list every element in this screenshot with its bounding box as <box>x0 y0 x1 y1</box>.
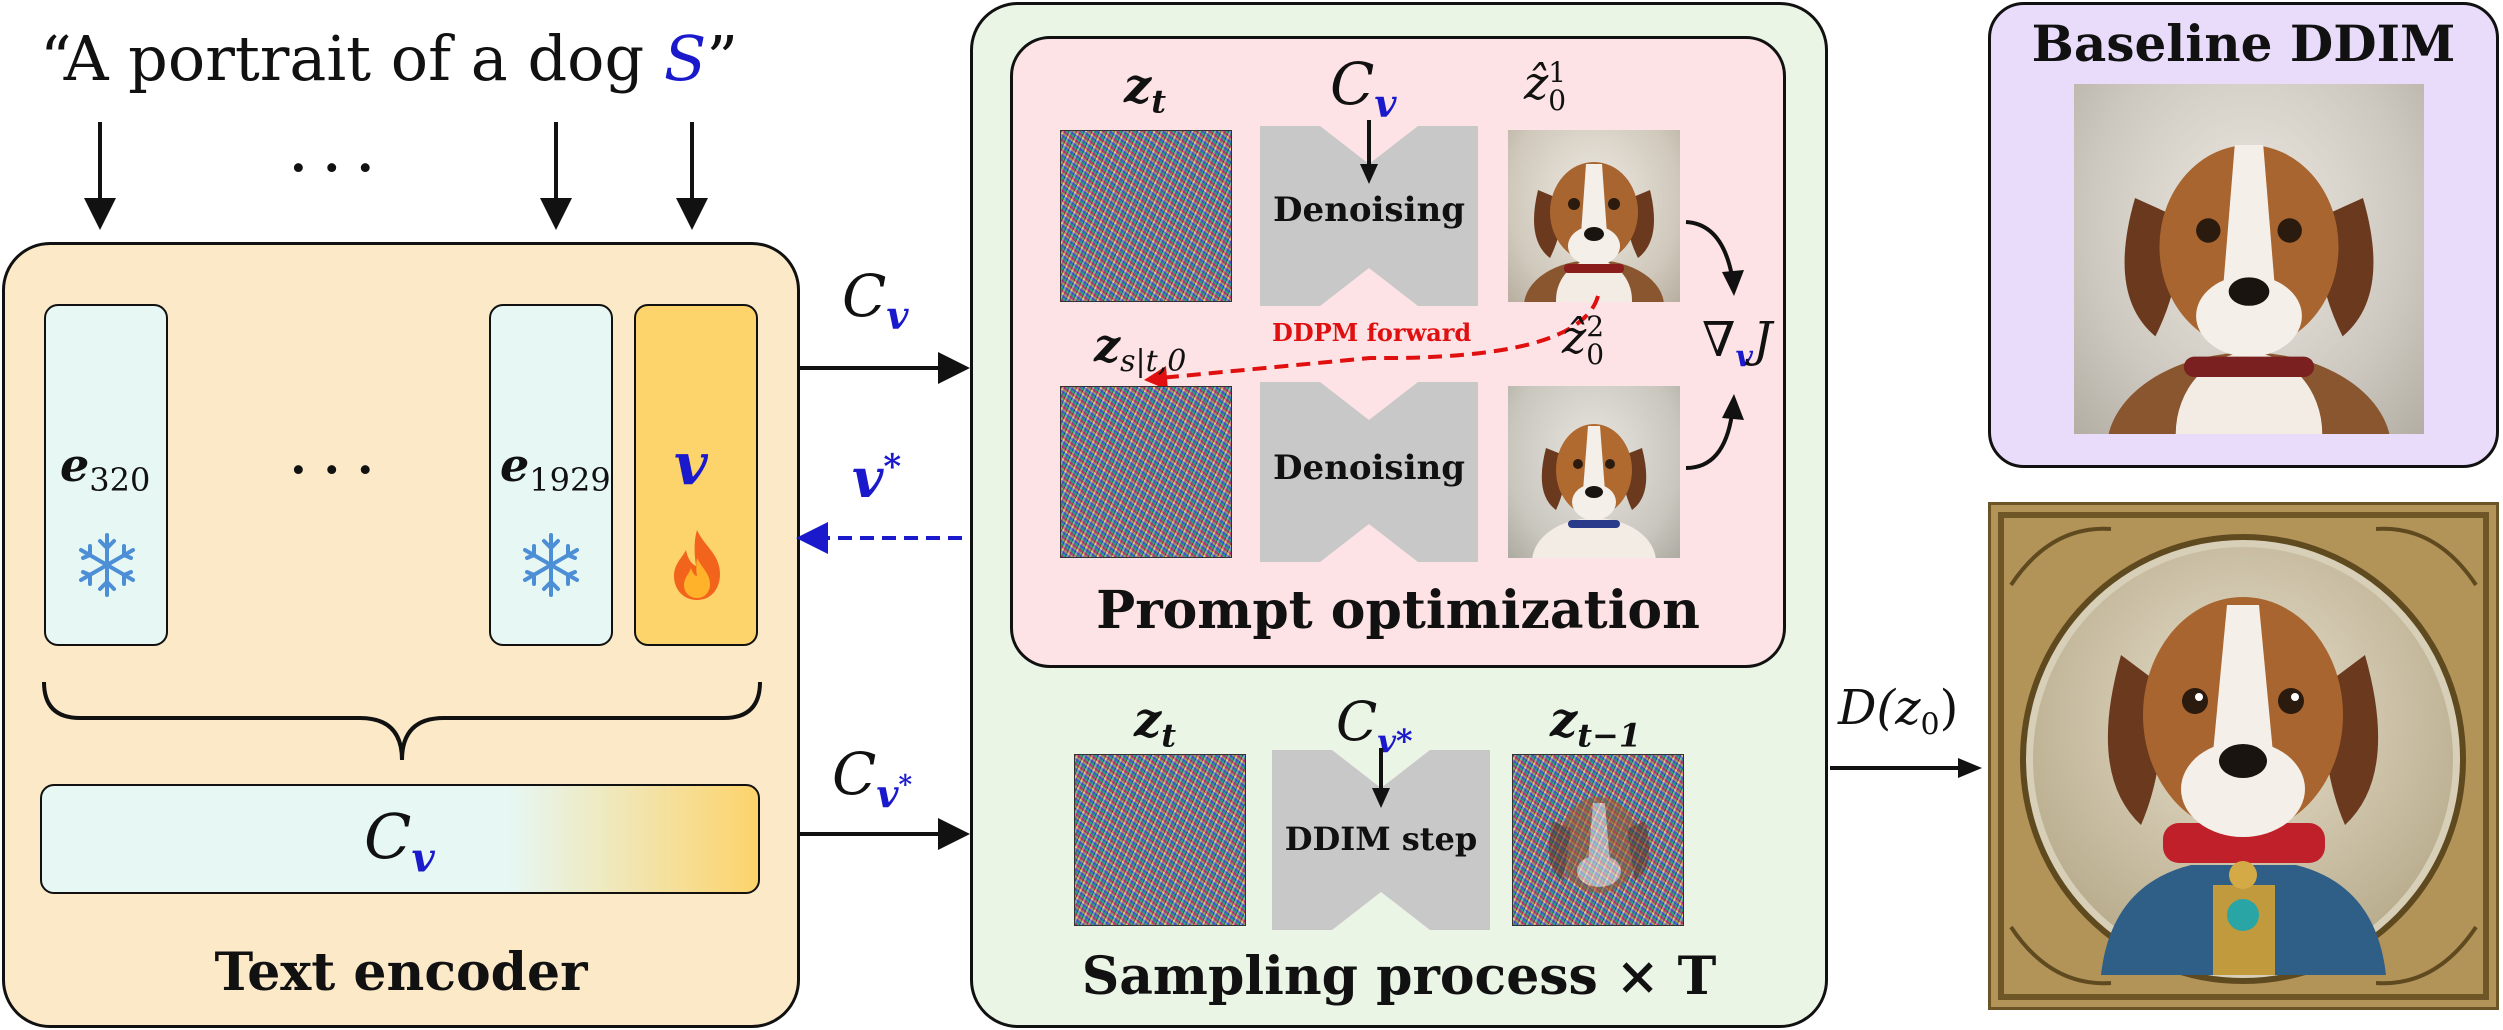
label-c-v-star: Cv* <box>832 740 912 816</box>
token-e320-label: e320 <box>60 438 150 499</box>
fire-icon <box>674 530 720 600</box>
opt-z-s-sub: s|t,0 <box>1120 344 1187 380</box>
opt-z0-hat-2-sub: 0 <box>1586 338 1605 371</box>
brace <box>42 681 762 761</box>
encoder-output-base: C <box>364 800 412 873</box>
prompt-text: “A portrait of a dog S” <box>40 22 738 95</box>
samp-z-t-minus-1-label: zt−1 <box>1550 692 1641 755</box>
dog-drawing-baseline <box>2108 145 2390 434</box>
opt-dog-image-1 <box>1508 130 1680 302</box>
opt-cond-arrow-1 <box>1360 120 1378 184</box>
token-e1929-sub: 1929 <box>529 461 611 500</box>
samp-ddim-bowtie <box>1272 750 1490 930</box>
opt-z0-hat-2-sup: 2 <box>1586 310 1605 343</box>
prompt-open: “A portrait of a dog <box>40 22 664 95</box>
opt-cond-label: Cv <box>1330 50 1396 126</box>
opt-denoise-bowtie-2 <box>1260 382 1478 562</box>
samp-cond-arrow <box>1372 748 1390 808</box>
opt-z-t-label: zt <box>1124 58 1166 121</box>
token-e320-base: e <box>60 438 90 492</box>
prompt-ellipsis: · · · <box>290 140 374 196</box>
samp-z-tm1-base: z <box>1550 692 1578 748</box>
snowflake-icon <box>79 533 135 597</box>
dog-drawing-2 <box>1532 424 1656 558</box>
label-v-star-base: v <box>852 446 884 510</box>
opt-z-t-sub: t <box>1151 82 1167 121</box>
gradient-arrows <box>1685 220 1744 470</box>
sampling-title-text: Sampling process × T <box>1081 946 1717 1007</box>
snowflake-icon <box>523 533 579 597</box>
opt-denoise-label-2: Denoising <box>1273 448 1465 488</box>
ddpm-forward-arrow <box>1144 295 1600 390</box>
encoder-output-sub: v <box>411 834 435 882</box>
opt-noise-zt <box>1060 130 1232 302</box>
samp-z-t-sub: t <box>1161 716 1177 755</box>
label-c-v-star-sup: * <box>898 769 913 800</box>
decoder-arrow <box>1830 758 1982 778</box>
decoder-label: D(z0) <box>1838 680 1958 743</box>
baseline-dog-image <box>2074 84 2424 434</box>
dog-drawing-1 <box>1524 162 1664 302</box>
text-encoder-title: Text encoder <box>214 942 588 1003</box>
samp-ddim-label: DDIM step <box>1284 820 1478 858</box>
ddpm-forward-label: DDPM forward <box>1272 318 1472 347</box>
connector-arrows <box>796 352 970 850</box>
samp-cond-label: Cv* <box>1336 690 1413 760</box>
token-e320-sub: 320 <box>89 461 151 500</box>
opt-noise-zs <box>1060 386 1232 558</box>
opt-cond-sub: v <box>1374 80 1397 126</box>
dog-drawing-noisy <box>1548 797 1650 893</box>
gradient-sub: v <box>1735 339 1753 375</box>
encoder-output-label: Cv <box>364 800 435 881</box>
sampling-title: Sampling process × T <box>970 946 1828 1007</box>
opt-z-s-base: z <box>1094 318 1121 372</box>
label-c-v-star-sub: v <box>876 770 899 816</box>
gradient-label: ∇vJ <box>1702 312 1772 375</box>
token-e1929-base: e <box>500 438 530 492</box>
final-output-drawing <box>1991 505 2496 1007</box>
gradient-J: J <box>1752 312 1773 368</box>
opt-z-s-label: zs|t,0 <box>1094 318 1186 379</box>
label-v-star: v* <box>852 446 901 510</box>
token-v-label: v <box>674 430 708 498</box>
opt-z0-hat-2-base: ẑ <box>1562 310 1587 364</box>
opt-dog-image-2 <box>1508 386 1680 558</box>
prompt-token: S <box>663 22 707 95</box>
encoder-ellipsis: · · · <box>290 442 374 498</box>
label-c-v: Cv <box>842 262 908 338</box>
final-output-image <box>1988 502 2499 1010</box>
opt-z0-hat-1-sup: 1 <box>1548 56 1567 89</box>
opt-z0-hat-1-sub: 0 <box>1548 84 1567 117</box>
gradient-nabla: ∇ <box>1702 312 1736 368</box>
opt-denoise-label-1: Denoising <box>1273 190 1465 230</box>
encoder-output-bar <box>40 784 760 894</box>
samp-z-t-base: z <box>1134 692 1162 748</box>
decoder-close: ) <box>1939 680 1959 736</box>
label-c-v-sub: v <box>886 292 909 338</box>
samp-z-t-label: zt <box>1134 692 1176 755</box>
opt-denoise-bowtie-1 <box>1260 126 1478 306</box>
decoder-sub: 0 <box>1920 707 1940 743</box>
samp-z-tm1-sub: t−1 <box>1577 716 1642 755</box>
prompt-optimization-title: Prompt optimization <box>1096 580 1700 641</box>
samp-noisy-dog-noise <box>1513 755 1683 925</box>
decoder-text: D(z <box>1838 680 1921 736</box>
opt-z0-hat-1-base: ẑ <box>1524 56 1549 110</box>
baseline-title: Baseline DDIM <box>2031 14 2456 73</box>
label-c-v-base: C <box>842 262 887 330</box>
token-e1929-label: e1929 <box>500 438 611 499</box>
opt-z-t-base: z <box>1124 58 1152 114</box>
opt-cond-base: C <box>1330 50 1375 118</box>
prompt-close: ” <box>706 22 739 95</box>
label-c-v-star-base: C <box>832 740 877 808</box>
samp-noisy-dog-image <box>1512 754 1684 926</box>
prompt-arrows <box>84 122 708 230</box>
label-v-star-sup: * <box>883 447 902 487</box>
samp-noise-zt <box>1074 754 1246 926</box>
samp-cond-base: C <box>1336 690 1378 753</box>
samp-cond-sub: v* <box>1377 721 1413 760</box>
